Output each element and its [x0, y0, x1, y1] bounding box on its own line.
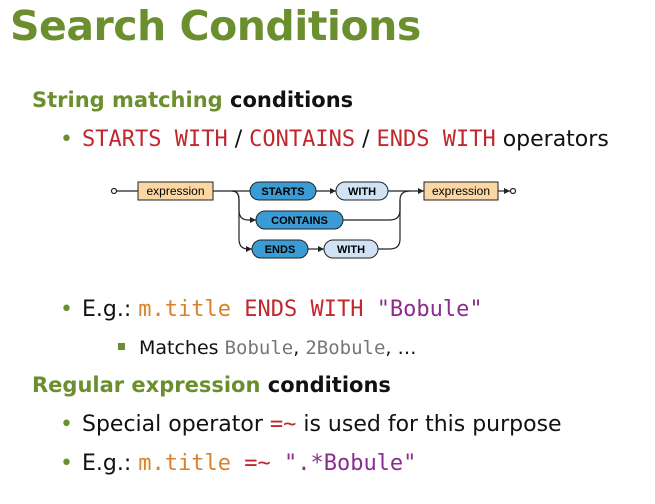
bullet-prefix: Special operator — [82, 412, 270, 437]
bullet-suffix: operators — [495, 127, 609, 152]
start-terminal-icon — [110, 187, 118, 195]
syntax-diagram: expression STARTS WITH expression CONTAI… — [110, 181, 517, 259]
heading-green-part: String matching — [32, 88, 223, 112]
bullet-example-2: • E.g.: m.title =~ ".*Bobule" — [60, 451, 416, 476]
end-terminal-icon — [509, 187, 517, 195]
code-operator: ENDS WITH — [230, 297, 377, 322]
bullet-suffix: is used for this purpose — [296, 412, 562, 437]
heading-black-part: conditions — [267, 373, 391, 397]
bullet-prefix: E.g.: — [82, 297, 139, 322]
diagram-contains: CONTAINS — [271, 215, 328, 227]
heading-green-part: Regular expression — [32, 373, 261, 397]
diagram-with: WITH — [348, 186, 376, 198]
sub-bullet-matches: Matches Bobule, 2Bobule, … — [118, 337, 417, 359]
slide-title: Search Conditions — [10, 2, 421, 50]
square-bullet-icon — [118, 343, 125, 350]
bullet-example-1: • E.g.: m.title ENDS WITH "Bobule" — [60, 297, 483, 322]
bullet-dot-icon: • — [60, 451, 73, 476]
separator: / — [227, 127, 250, 152]
separator: / — [355, 127, 377, 152]
diagram-ends: ENDS — [265, 244, 296, 256]
diagram-with-2: WITH — [337, 244, 365, 256]
op-contains: CONTAINS — [249, 127, 356, 152]
section-heading-regex: Regular expression conditions — [32, 373, 391, 397]
bullet-operators: • STARTS WITH / CONTAINS / ENDS WITH oper… — [60, 127, 609, 152]
code-operator: =~ — [269, 412, 297, 437]
op-starts-with: STARTS WITH — [82, 127, 228, 152]
bullet-dot-icon: • — [60, 127, 73, 152]
bullet-dot-icon: • — [60, 412, 73, 437]
bullet-dot-icon: • — [60, 297, 73, 322]
code-operator: =~ — [230, 451, 284, 476]
separator: , — [293, 337, 306, 359]
code-variable: m.title — [138, 451, 231, 476]
code-string: "Bobule" — [376, 297, 483, 322]
match-value-2: 2Bobule — [305, 337, 386, 359]
match-value-1: Bobule — [224, 337, 294, 359]
op-ends-with: ENDS WITH — [376, 127, 496, 152]
diagram-expression-left: expression — [146, 184, 204, 198]
bullet-prefix: E.g.: — [82, 451, 139, 476]
section-heading-string-matching: String matching conditions — [32, 88, 353, 112]
code-variable: m.title — [138, 297, 231, 322]
code-string: ".*Bobule" — [283, 451, 417, 476]
diagram-starts: STARTS — [261, 186, 304, 198]
bullet-special-operator: • Special operator =~ is used for this pu… — [60, 412, 562, 437]
sub-suffix: , … — [385, 337, 417, 359]
sub-prefix: Matches — [139, 337, 225, 359]
diagram-expression-right: expression — [432, 184, 490, 198]
heading-black-part: conditions — [230, 88, 354, 112]
